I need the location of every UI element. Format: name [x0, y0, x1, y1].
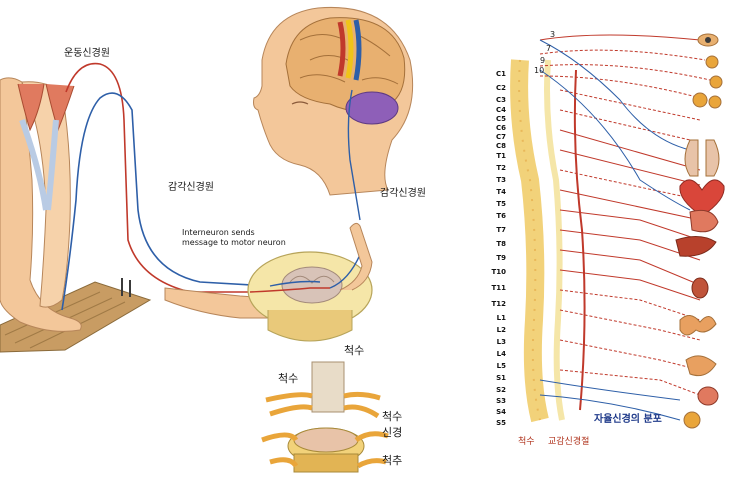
lungs-icon [684, 139, 720, 177]
spine-level: C6 [495, 124, 506, 132]
eye-icon [697, 33, 719, 47]
sympathetic-chain [573, 69, 586, 411]
kidney-icon [691, 277, 709, 299]
spine-level: L2 [496, 326, 506, 334]
spine-level: T12 [491, 300, 506, 308]
caption-spinal-cord: 척수 [518, 437, 535, 447]
parasympathetic-lines [539, 39, 691, 421]
intestine-icon [679, 315, 717, 377]
spine-level: T10 [491, 268, 506, 276]
head-illustration [253, 6, 414, 221]
sensory-nerve-path [61, 92, 271, 311]
gland-icons [692, 55, 723, 109]
spine-level: C2 [495, 84, 506, 92]
label-motor-neuron: 운동신경원 [64, 48, 110, 59]
bladder-icon [683, 386, 719, 429]
label-interneuron-note-1: Interneuron sends [182, 228, 255, 237]
spine-level: C5 [495, 115, 506, 123]
stomach-icon [689, 209, 719, 233]
spine-level: C8 [495, 142, 506, 150]
spine-level: T4 [496, 188, 506, 196]
cranial-number: 3 [550, 30, 556, 39]
spine-level: T3 [496, 176, 506, 184]
caption-sympathetic-chain: 교감신경절 [548, 437, 590, 447]
spine-level: L4 [496, 350, 506, 358]
cranial-number: 10 [534, 66, 545, 75]
label-vertebra: 척추 [382, 454, 403, 467]
spine-level: T5 [496, 200, 506, 208]
spine-level: T2 [496, 164, 506, 172]
label-spinal-nerve-2: 신경 [382, 426, 403, 439]
spine-level: T1 [496, 152, 506, 160]
spinal-column [510, 59, 565, 423]
spine-level: C7 [495, 133, 506, 141]
liver-icon [675, 236, 717, 257]
label-spinal-nerve-1: 척수 [382, 410, 403, 423]
cranial-number: 9 [540, 56, 546, 65]
caption-autonomic-distribution: 자율신경의 분포 [594, 414, 662, 425]
label-sensory-neuron-right: 감각신경원 [380, 188, 426, 199]
spine-level: C1 [495, 70, 506, 78]
spine-level: C4 [495, 106, 506, 114]
spine-level: L5 [496, 362, 506, 370]
spine-level: S3 [496, 397, 506, 405]
label-spinal-cord-main: 척수 [344, 344, 365, 357]
spine-level: T8 [496, 240, 506, 248]
spine-level: C3 [495, 96, 506, 104]
spine-level: S5 [496, 419, 506, 427]
label-sensory-neuron-mid: 감각신경원 [168, 182, 214, 193]
spine-level: S1 [496, 374, 506, 382]
spine-level: S2 [496, 386, 506, 394]
label-spinal-cord-small: 척수 [278, 372, 299, 385]
spinal-cord-section [247, 222, 373, 342]
spine-level: S4 [496, 408, 506, 416]
spine-level: T11 [491, 284, 506, 292]
spine-level: T6 [496, 212, 506, 220]
spine-level: T9 [496, 254, 506, 262]
cranial-number: 7 [546, 44, 552, 53]
spine-level: L3 [496, 338, 506, 346]
spine-level: L1 [496, 314, 506, 322]
label-interneuron-note-2: message to motor neuron [182, 238, 286, 247]
spine-level: T7 [496, 226, 506, 234]
leg-illustration [0, 77, 82, 332]
